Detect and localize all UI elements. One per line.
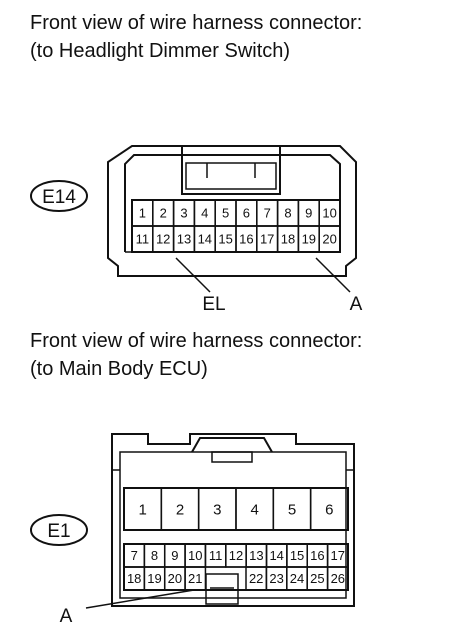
e1-pin-5: 5 <box>288 501 296 518</box>
e1-pin-26: 26 <box>331 571 345 586</box>
e1-pin-10: 10 <box>188 548 202 563</box>
e1-pin-21: 21 <box>188 571 202 586</box>
e1-pin-11: 11 <box>209 548 223 563</box>
callout-line-el <box>175 257 211 293</box>
e1-pin-7: 7 <box>131 548 138 563</box>
caption-1-line2: (to Headlight Dimmer Switch) <box>30 40 291 62</box>
e14-pin-17: 17 <box>260 232 274 247</box>
callout-a-e14: A <box>350 294 363 315</box>
e1-pin-19: 19 <box>147 571 161 586</box>
e1-pin-9: 9 <box>171 548 178 563</box>
e1-pin-26-cell <box>326 566 349 591</box>
connector-id-e1: E1 <box>47 521 70 542</box>
e1-pin-25: 25 <box>310 571 324 586</box>
e14-pin-20: 20 <box>322 232 336 247</box>
e1-pin-21-cell <box>184 566 207 591</box>
e14-pin-7: 7 <box>264 206 271 221</box>
e1-label-bubble <box>30 514 88 546</box>
e1-pin-6: 6 <box>325 501 333 518</box>
e14-pin-16: 16 <box>239 232 253 247</box>
e14-pin-3: 3 <box>180 206 187 221</box>
e14-pin-10: 10 <box>322 206 336 221</box>
e14-label-bubble <box>30 180 88 212</box>
e1-pin-22: 22 <box>249 571 263 586</box>
e14-pin-14: 14 <box>198 232 212 247</box>
e14-pin-5: 5 <box>222 206 229 221</box>
e1-pin-13: 13 <box>249 548 263 563</box>
e1-pin-23: 23 <box>269 571 283 586</box>
e1-pin-4: 4 <box>250 501 258 518</box>
e14-pin-6: 6 <box>243 206 250 221</box>
e14-pin-20-cell <box>318 225 341 253</box>
e14-pin-8: 8 <box>284 206 291 221</box>
e14-pin-19: 19 <box>302 232 316 247</box>
e14-pin-9: 9 <box>305 206 312 221</box>
e14-pin-11: 11 <box>136 232 150 247</box>
e1-pin-12: 12 <box>229 548 243 563</box>
e1-pin-6-cell <box>309 487 349 531</box>
e14-pin-12: 12 <box>156 232 170 247</box>
connector-id-e14: E14 <box>42 187 76 208</box>
e1-pin-2: 2 <box>176 501 184 518</box>
e1-pin-15: 15 <box>290 548 304 563</box>
callout-el: EL <box>202 294 225 315</box>
e1-pin-17: 17 <box>331 548 345 563</box>
e1-pin-3: 3 <box>213 501 221 518</box>
caption-1-line1: Front view of wire harness connector: <box>30 12 363 34</box>
callout-line-a-e1 <box>85 589 195 609</box>
callout-line-a-e14 <box>315 257 351 293</box>
e1-pin-24: 24 <box>290 571 304 586</box>
e1-pin-14: 14 <box>269 548 283 563</box>
e14-pin-1: 1 <box>139 206 146 221</box>
e1-pin-1: 1 <box>138 501 146 518</box>
e1-pin-20: 20 <box>168 571 182 586</box>
e14-pin-18: 18 <box>281 232 295 247</box>
e1-pin-18: 18 <box>127 571 141 586</box>
e1-pin-16: 16 <box>310 548 324 563</box>
e14-pin-4: 4 <box>201 206 208 221</box>
e14-pin-2: 2 <box>160 206 167 221</box>
e14-pin-15: 15 <box>218 232 232 247</box>
caption-2-line2: (to Main Body ECU) <box>30 358 208 380</box>
e1-pin-8: 8 <box>151 548 158 563</box>
e14-pin-13: 13 <box>177 232 191 247</box>
callout-a-e1: A <box>60 606 73 627</box>
caption-2-line1: Front view of wire harness connector: <box>30 330 363 352</box>
